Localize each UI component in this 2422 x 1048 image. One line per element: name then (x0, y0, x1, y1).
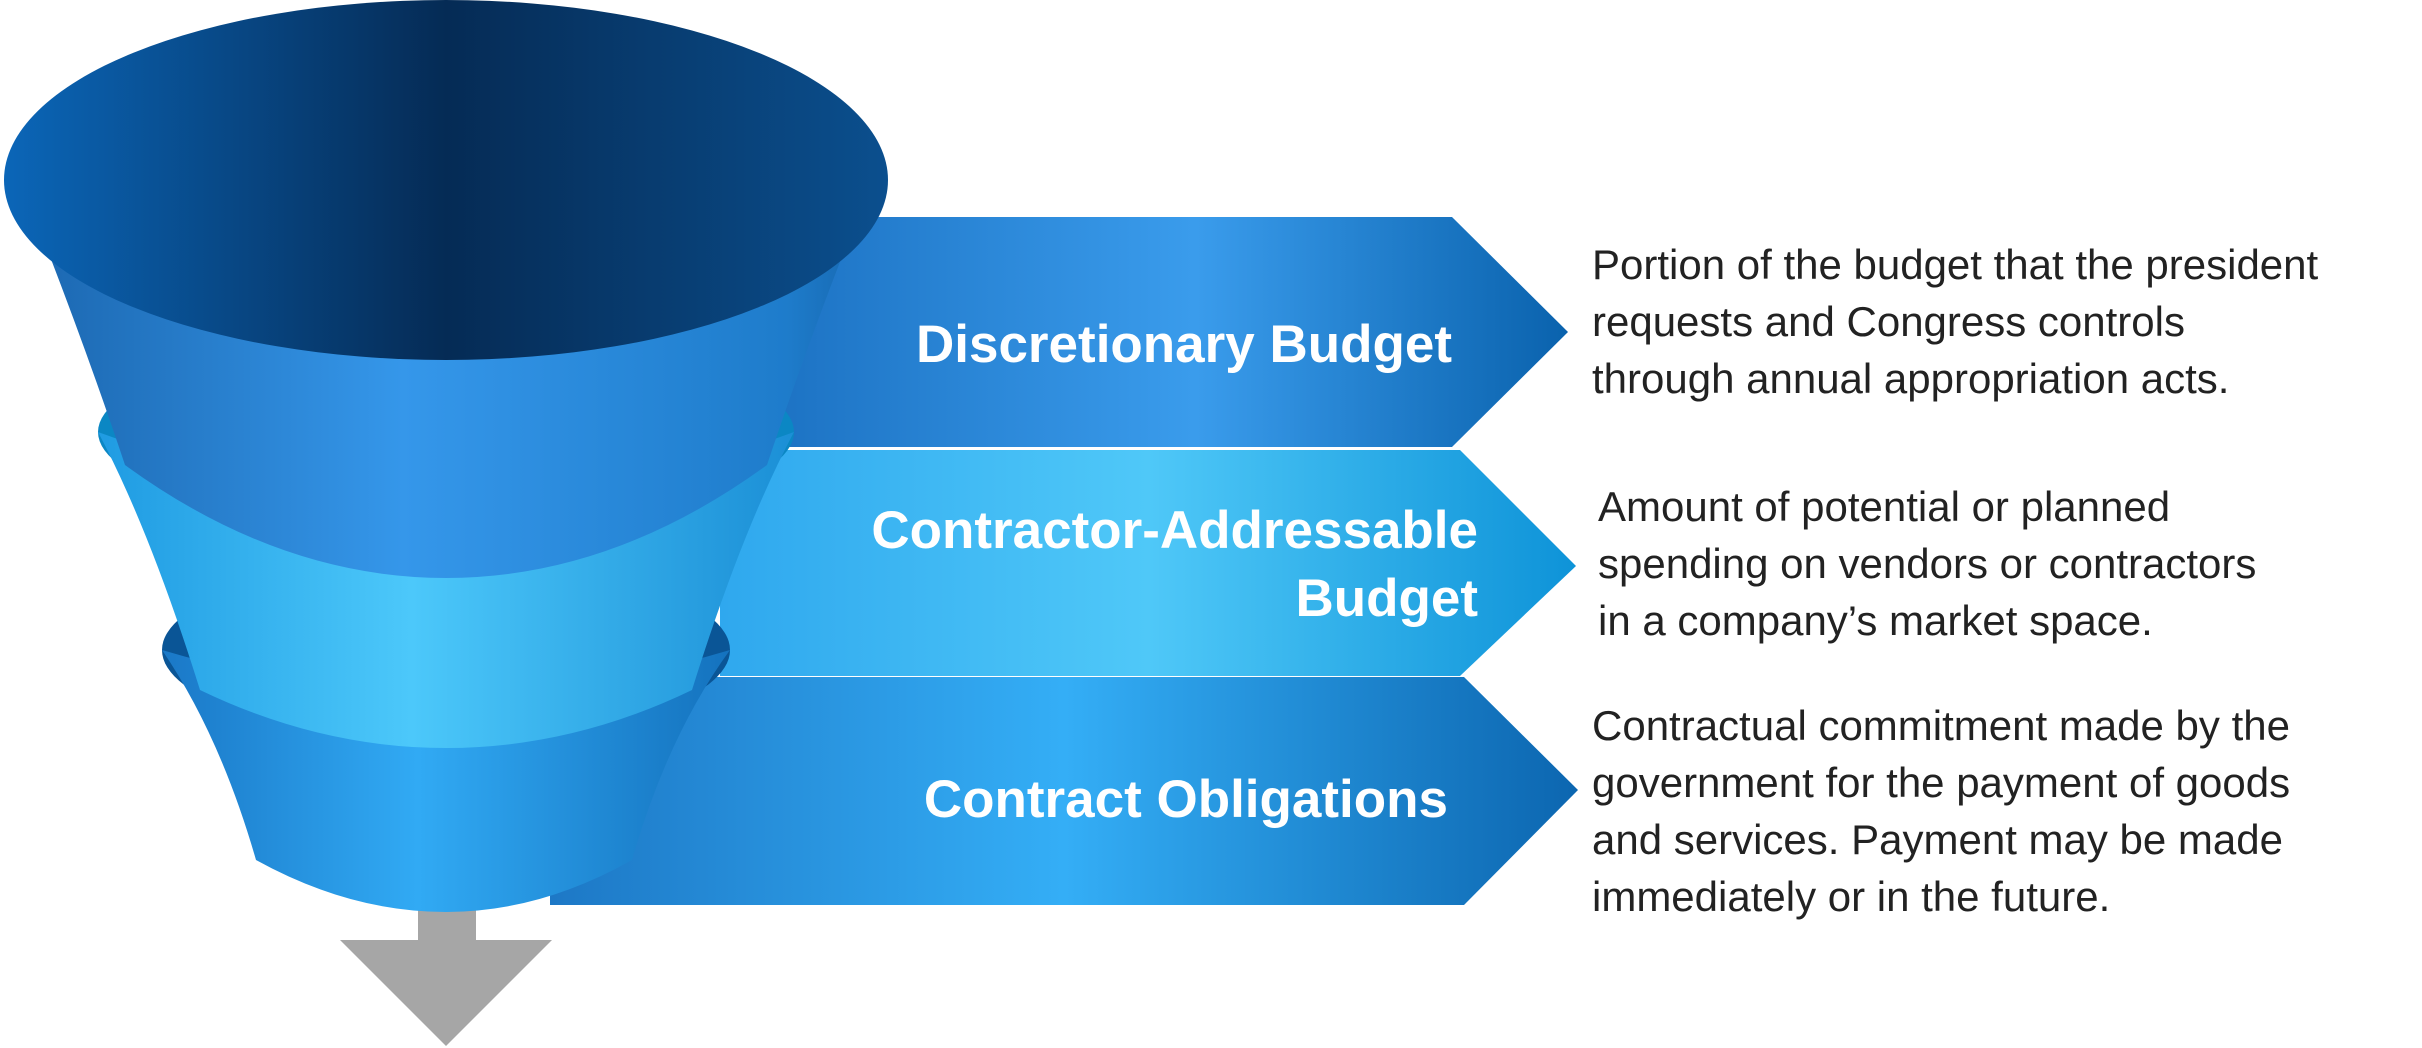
band-discretionary (740, 217, 1568, 447)
description-contract-obligations: Contractual commitment made by the gover… (1592, 702, 2291, 920)
band-label-discretionary: Discretionary Budget (916, 315, 1452, 374)
band-label-contractor-addressable: Contractor-Addressable (871, 501, 1478, 560)
description-discretionary: Portion of the budget that the president… (1592, 241, 2319, 402)
down-arrow-icon (340, 908, 552, 1046)
band-label-contractor-addressable-line2: Budget (1295, 569, 1478, 628)
band-contract-obligations (550, 677, 1578, 905)
band-label-contract-obligations: Contract Obligations (924, 770, 1448, 829)
band-contractor-addressable (720, 450, 1576, 676)
funnel-icon (4, 0, 888, 912)
description-contractor-addressable: Amount of potential or planned spending … (1598, 483, 2257, 644)
